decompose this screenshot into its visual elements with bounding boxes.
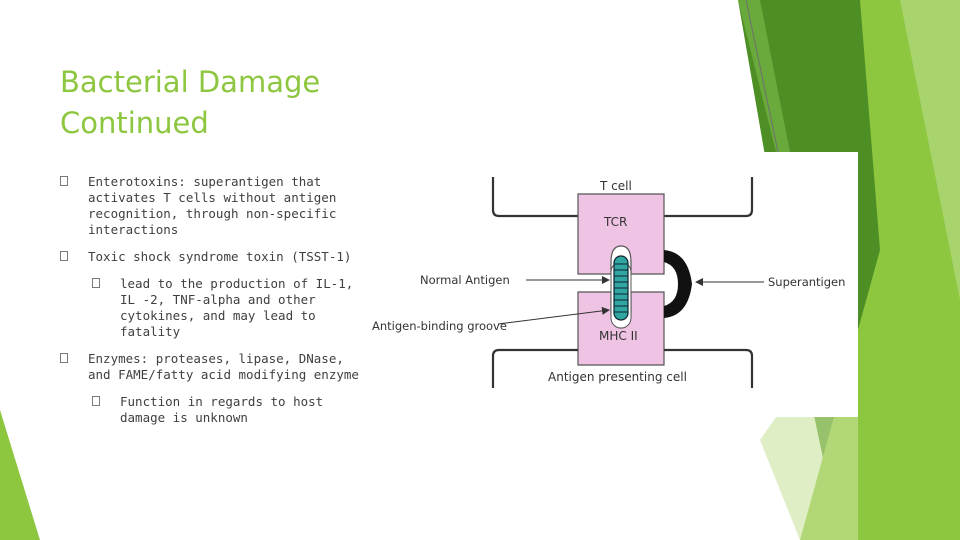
bullet-box-icon [92, 278, 100, 288]
title-line-1: Bacterial Damage [60, 65, 321, 99]
bullet-item: Toxic shock syndrome toxin (TSST-1) [60, 249, 360, 265]
label-tcr: TCR [603, 215, 627, 229]
bullet-text: lead to the production of IL-1, IL -2, T… [120, 276, 354, 339]
tcr-receptor [577, 193, 665, 275]
groove-arrow [497, 306, 610, 325]
label-antigen-presenting-cell: Antigen presenting cell [548, 370, 687, 384]
bullet-text: Enzymes: proteases, lipase, DNase, and F… [88, 351, 359, 382]
bullet-text: Function in regards to host damage is un… [120, 394, 324, 425]
label-antigen-binding-groove: Antigen-binding groove [372, 319, 507, 333]
superantigen-diagram-svg: T cell TCR Normal Antigen Superantigen A… [372, 177, 845, 388]
bullet-list: Enterotoxins: superantigen that activate… [60, 174, 360, 437]
superantigen-diagram: T cell TCR Normal Antigen Superantigen A… [366, 152, 858, 417]
bullet-item: Enterotoxins: superantigen that activate… [60, 174, 360, 238]
label-t-cell: T cell [599, 179, 632, 193]
bullet-text: Enterotoxins: superantigen that activate… [88, 174, 337, 237]
apc-membrane [491, 348, 754, 388]
label-mhc-ii: MHC II [599, 329, 638, 343]
bullet-box-icon [60, 176, 68, 186]
slide-title: Bacterial Damage Continued [60, 62, 480, 144]
superantigen-shape [664, 250, 692, 318]
title-line-2: Continued [60, 106, 209, 140]
bullet-box-icon [60, 251, 68, 261]
left-green-triangle [0, 410, 40, 540]
label-normal-antigen: Normal Antigen [420, 273, 510, 287]
right-pale-green-band [900, 0, 960, 300]
sub-bullet-item: lead to the production of IL-1, IL -2, T… [92, 276, 360, 340]
t-cell-membrane [491, 177, 754, 218]
bullet-box-icon [92, 396, 100, 406]
label-superantigen: Superantigen [768, 275, 845, 289]
right-top-green-wedge [738, 0, 790, 152]
peptide-stripes [614, 263, 628, 313]
decor-thin-line [745, 0, 779, 153]
bullet-box-icon [60, 353, 68, 363]
sub-bullet-item: Function in regards to host damage is un… [92, 394, 360, 426]
bullet-text: Toxic shock syndrome toxin (TSST-1) [88, 249, 352, 264]
bullet-item: Enzymes: proteases, lipase, DNase, and F… [60, 351, 360, 383]
